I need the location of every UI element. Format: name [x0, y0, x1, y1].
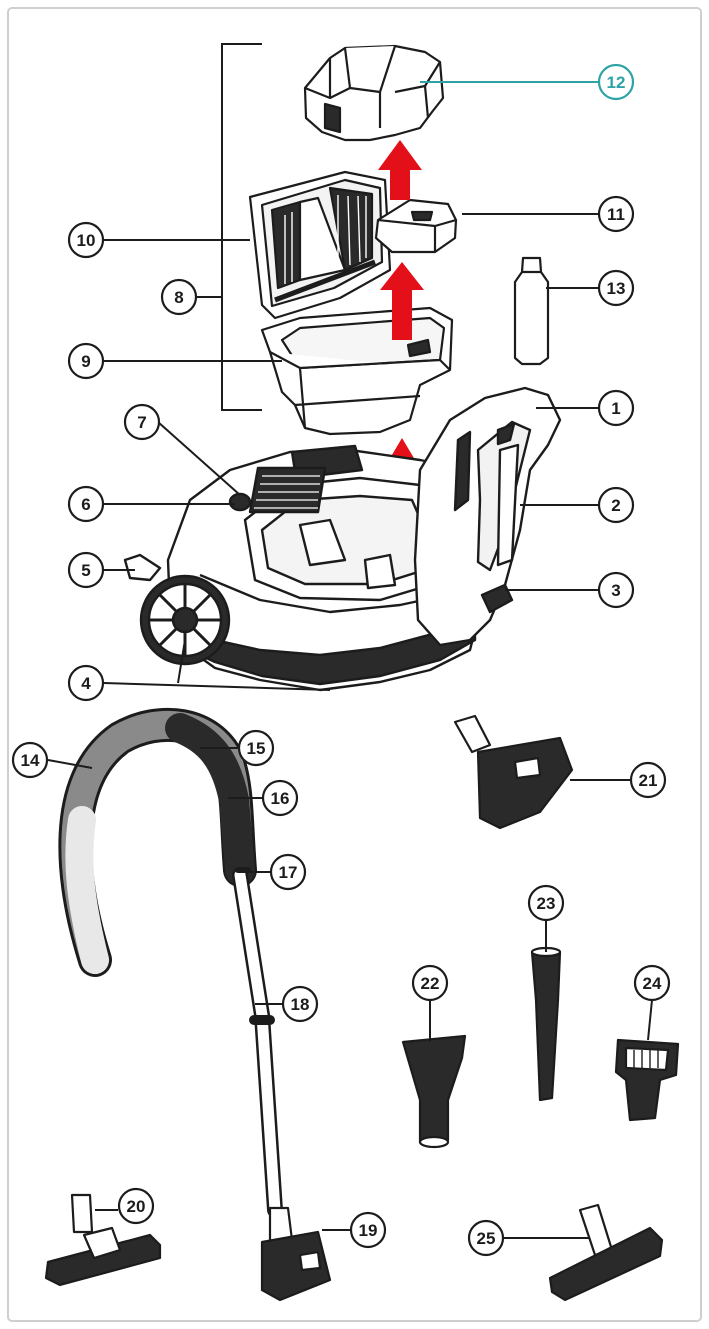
callout-label-18: 18 — [291, 995, 310, 1014]
callout-16: 16 — [261, 779, 299, 817]
callout-label-7: 7 — [137, 413, 146, 432]
callout-14: 14 — [11, 741, 49, 779]
callout-label-24: 24 — [643, 974, 662, 993]
callout-label-6: 6 — [81, 495, 90, 514]
part-main-body — [123, 386, 562, 692]
part-brush-tool-24 — [614, 1038, 680, 1122]
callout-label-5: 5 — [81, 561, 90, 580]
callout-label-4: 4 — [81, 674, 91, 693]
callout-label-13: 13 — [607, 279, 626, 298]
callout-7: 7 — [123, 403, 161, 441]
callout-label-3: 3 — [611, 581, 620, 600]
callout-13: 13 — [597, 269, 635, 307]
callout-label-11: 11 — [607, 205, 625, 224]
part-floor-head-25 — [548, 1203, 664, 1302]
part-floor-head-20 — [44, 1193, 162, 1287]
callout-label-14: 14 — [21, 751, 40, 770]
callout-label-9: 9 — [81, 352, 90, 371]
part-foam-filter-top — [303, 44, 445, 142]
leader-lines — [47, 43, 653, 1239]
callout-label-16: 16 — [271, 789, 290, 808]
callout-label-1: 1 — [611, 399, 620, 418]
callout-11: 11 — [597, 195, 635, 233]
part-hose-assembly — [58, 707, 283, 1218]
callout-12: 12 — [597, 63, 635, 101]
callout-9: 9 — [67, 342, 105, 380]
callout-24: 24 — [633, 964, 671, 1002]
callout-label-12: 12 — [607, 73, 626, 92]
callout-label-10: 10 — [77, 231, 96, 250]
part-foam-block — [374, 198, 458, 254]
part-upholstery-nozzle-22 — [401, 1034, 467, 1149]
callout-5: 5 — [67, 551, 105, 589]
callout-19: 19 — [349, 1211, 387, 1249]
callout-20: 20 — [117, 1187, 155, 1225]
callout-22: 22 — [411, 964, 449, 1002]
part-floor-head-19 — [260, 1206, 332, 1302]
callout-6: 6 — [67, 485, 105, 523]
callout-1: 1 — [597, 389, 635, 427]
callout-layer: 12 11 10 13 8 9 1 7 6 2 5 3 4 15 14 21 1… — [11, 63, 671, 1257]
part-floor-head-21 — [453, 714, 574, 830]
callout-label-23: 23 — [537, 894, 556, 913]
callout-4: 4 — [67, 664, 105, 702]
lift-arrow-top — [378, 140, 422, 200]
callout-3: 3 — [597, 571, 635, 609]
callout-label-17: 17 — [279, 863, 298, 882]
callout-label-15: 15 — [247, 739, 266, 758]
callout-8: 8 — [160, 278, 198, 316]
callout-label-25: 25 — [477, 1229, 496, 1248]
callout-label-8: 8 — [174, 288, 183, 307]
callout-label-20: 20 — [127, 1197, 146, 1216]
callout-21: 21 — [629, 761, 667, 799]
callout-23: 23 — [527, 884, 565, 922]
callout-label-19: 19 — [359, 1221, 378, 1240]
callout-18: 18 — [281, 985, 319, 1023]
callout-15: 15 — [237, 729, 275, 767]
part-bottle — [513, 256, 550, 366]
callout-25: 25 — [467, 1219, 505, 1257]
callout-label-22: 22 — [421, 974, 440, 993]
callout-10: 10 — [67, 221, 105, 259]
callout-17: 17 — [269, 853, 307, 891]
part-crevice-tool-23 — [530, 946, 562, 1102]
callout-label-2: 2 — [611, 496, 620, 515]
callout-label-21: 21 — [639, 771, 658, 790]
lift-arrow-middle — [380, 262, 424, 340]
callout-2: 2 — [597, 486, 635, 524]
